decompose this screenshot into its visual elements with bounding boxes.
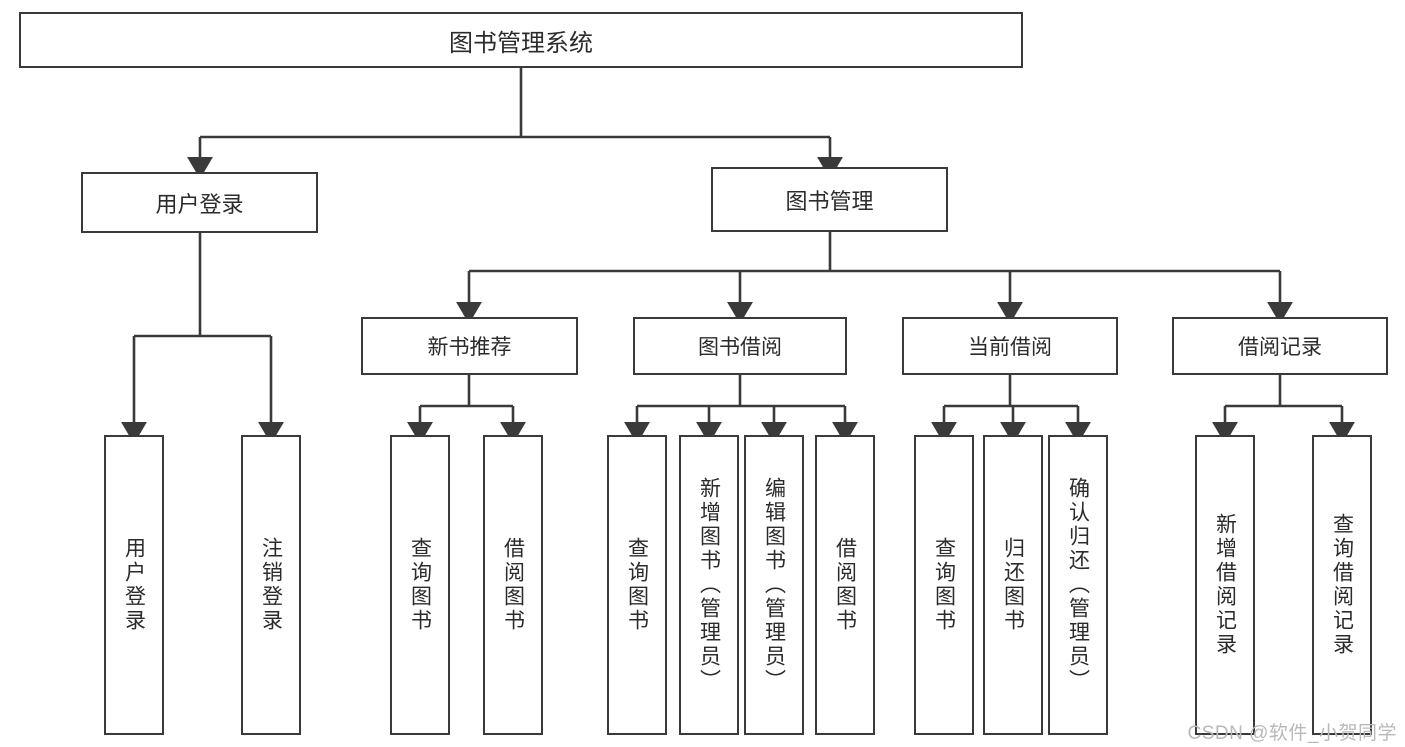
leaf-query-borrow-record[interactable]: 查询借阅记录 [1312,435,1372,735]
leaf-logout-label: 注销登录 [259,537,283,633]
leaf-user-login-label: 用户登录 [122,537,146,633]
leaf-return-book-label: 归还图书 [1001,537,1025,633]
node-new-book-recommend[interactable]: 新书推荐 [361,317,578,375]
leaf-edit-book-admin[interactable]: 编辑图书（管理员） [744,435,804,735]
leaf-borrow-book-recommend-label: 借阅图书 [501,537,525,633]
leaf-query-book-current-label: 查询图书 [932,537,956,633]
watermark: CSDN @软件_小贺同学 [1187,723,1397,744]
leaf-add-book-admin[interactable]: 新增图书（管理员） [679,435,739,735]
node-borrow-record-label: 借阅记录 [1238,336,1322,359]
node-current-borrow[interactable]: 当前借阅 [902,317,1118,375]
leaf-query-book-borrow[interactable]: 查询图书 [607,435,667,735]
node-book-management-label: 图书管理 [785,188,874,214]
leaf-borrow-book-recommend[interactable]: 借阅图书 [483,435,543,735]
node-user-login[interactable]: 用户登录 [81,172,318,233]
leaf-confirm-return-admin[interactable]: 确认归还（管理员） [1048,435,1108,735]
leaf-query-borrow-record-label: 查询借阅记录 [1330,513,1354,657]
leaf-confirm-return-admin-label: 确认归还（管理员） [1066,477,1090,693]
node-user-login-label: 用户登录 [155,191,244,217]
node-current-borrow-label: 当前借阅 [968,336,1052,359]
node-root[interactable]: 图书管理系统 [19,12,1023,68]
leaf-query-book-recommend-label: 查询图书 [408,537,432,633]
node-root-label: 图书管理系统 [449,29,593,57]
leaf-query-book-recommend[interactable]: 查询图书 [390,435,450,735]
leaf-add-borrow-record-label: 新增借阅记录 [1213,513,1237,657]
leaf-edit-book-admin-label: 编辑图书（管理员） [762,477,786,693]
node-new-book-recommend-label: 新书推荐 [427,336,512,359]
leaf-borrow-book[interactable]: 借阅图书 [815,435,875,735]
leaf-user-login[interactable]: 用户登录 [104,435,164,735]
node-book-borrow-label: 图书借阅 [698,336,782,359]
leaf-query-book-current[interactable]: 查询图书 [914,435,974,735]
leaf-return-book[interactable]: 归还图书 [983,435,1043,735]
leaf-add-book-admin-label: 新增图书（管理员） [697,477,721,693]
node-book-borrow[interactable]: 图书借阅 [633,317,847,375]
leaf-add-borrow-record[interactable]: 新增借阅记录 [1195,435,1255,735]
node-book-management[interactable]: 图书管理 [711,167,948,232]
node-borrow-record[interactable]: 借阅记录 [1172,317,1388,375]
leaf-logout[interactable]: 注销登录 [241,435,301,735]
leaf-query-book-borrow-label: 查询图书 [625,537,649,633]
leaf-borrow-book-label: 借阅图书 [833,537,857,633]
